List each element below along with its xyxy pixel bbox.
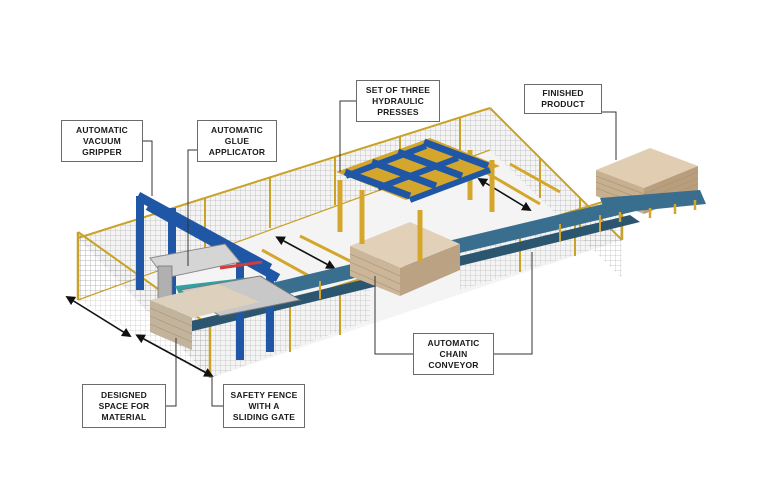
callout-line: APPLICATOR [208, 146, 266, 157]
callout-line: GLUE [224, 135, 250, 146]
callout-line: CHAIN [439, 348, 468, 359]
callout-line: SAFETY FENCE [230, 389, 298, 400]
leader-lines [143, 100, 617, 407]
callout-line: PRESSES [377, 106, 419, 117]
material-stack-presses [349, 222, 460, 296]
callout-line: AUTOMATIC [427, 337, 480, 348]
callout-line: SLIDING GATE [232, 411, 296, 422]
callout-line: WITH A [248, 400, 280, 411]
callout-line: SPACE FOR [98, 400, 150, 411]
callout-line: PRODUCT [541, 99, 585, 109]
callout-line: FINISHED [542, 88, 584, 98]
finished-product-stack [595, 148, 706, 222]
callout-line: CONVEYOR [428, 359, 479, 370]
callout-line: DESIGNED [100, 389, 147, 400]
callout-line: SET OF THREE [365, 84, 431, 95]
callout-line: GRIPPER [82, 146, 122, 157]
material-stack-left [149, 284, 260, 350]
callout-line: HYDRAULIC [372, 95, 424, 106]
callout-line: AUTOMATIC [210, 124, 263, 135]
callout-line: MATERIAL [101, 411, 147, 422]
hydraulic-presses [336, 138, 500, 262]
callout-line: AUTOMATIC [75, 124, 128, 135]
callout-line: VACUUM [83, 135, 121, 146]
